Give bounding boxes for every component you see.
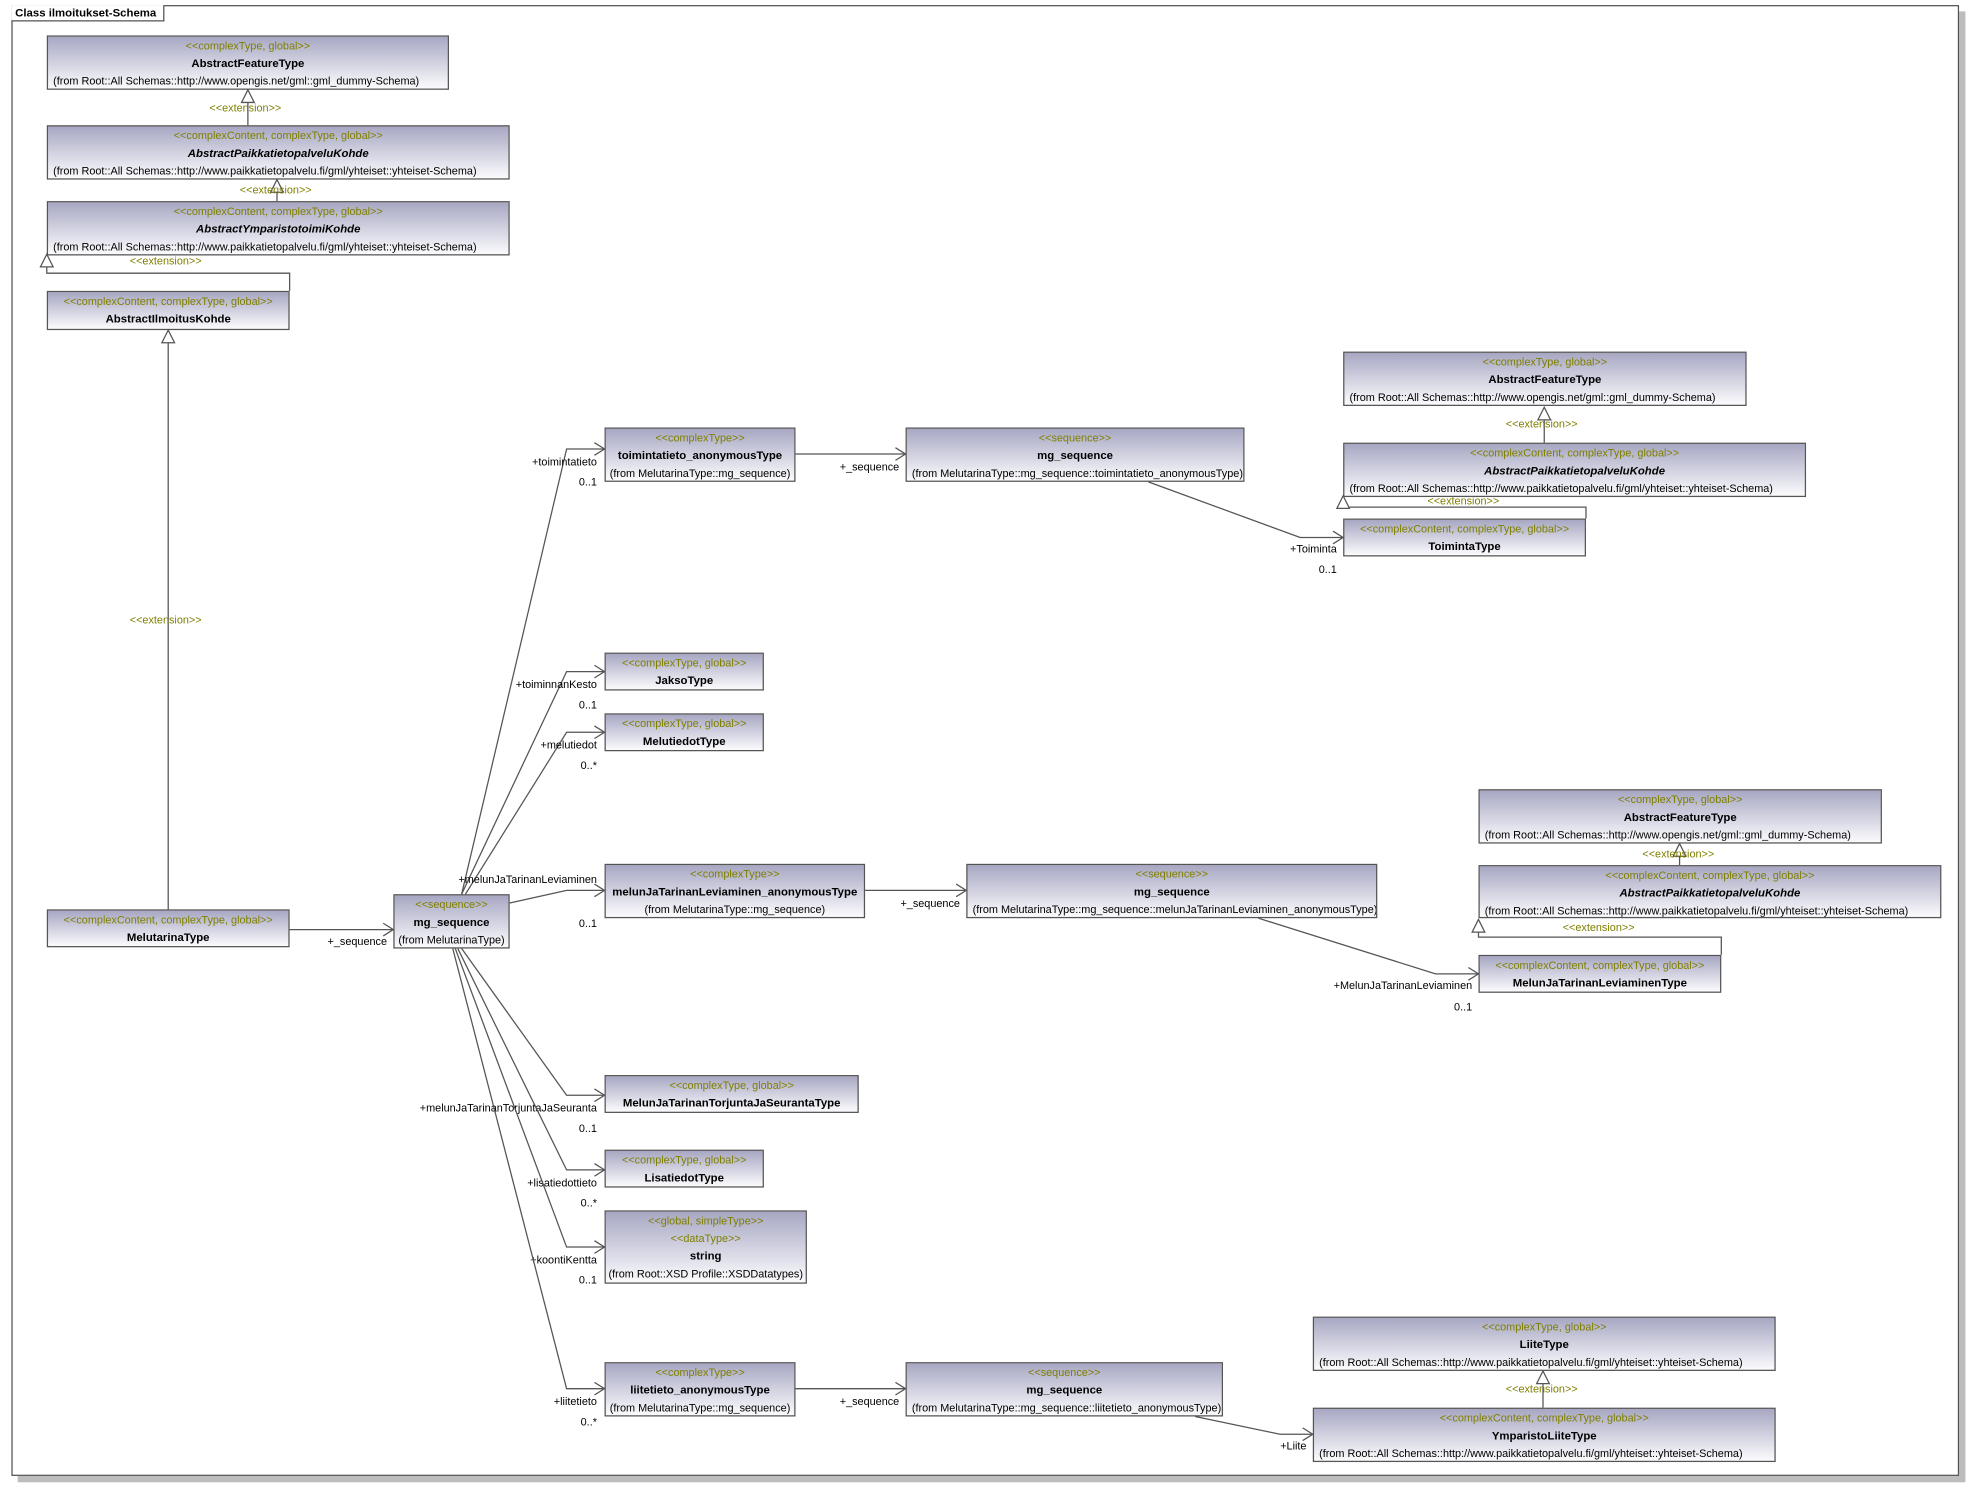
class-name: LiiteType xyxy=(1519,1338,1569,1351)
class-name: AbstractYmparistotoimiKohde xyxy=(196,222,361,236)
class-box-abstractpaikkatietopalvelukohde[interactable]: <<complexContent, complexType, global>> A… xyxy=(1343,442,1807,498)
class-box-abstractpaikkatietopalvelukohde[interactable]: <<complexContent, complexType, global>> A… xyxy=(1478,865,1942,919)
stereotype-label: <<complexType, global>> xyxy=(1482,355,1608,369)
class-origin: (from MelutarinaType) xyxy=(398,933,505,947)
stereotype-label: <<global, simpleType>> xyxy=(648,1214,764,1227)
stereotype-label: <<sequence>> xyxy=(1135,867,1209,881)
class-box-string[interactable]: <<global, simpleType>> <<dataType>> string… xyxy=(604,1210,807,1284)
stereotype-label: <<complexContent, complexType, global>> xyxy=(1439,1411,1649,1425)
class-name: mg_sequence xyxy=(1037,448,1113,462)
class-box-liitetieto-anonymoustype[interactable]: <<complexType>> liitetieto_anonymousType (… xyxy=(604,1362,796,1417)
class-name: mg_sequence xyxy=(1026,1383,1103,1397)
stereotype-label: <<dataType>> xyxy=(670,1231,741,1245)
class-box-melutiedottype[interactable]: <<complexType, global>> MelutiedotType xyxy=(604,713,764,752)
stereotype-label: <<complexContent, complexType, global>> xyxy=(173,204,383,218)
class-origin: (from Root::All Schemas::http://www.paik… xyxy=(1484,904,1909,917)
class-box-melunjatarinanleviaminen-anonymoustype[interactable]: <<complexType>> melunJaTarinanLeviaminen_… xyxy=(604,863,866,919)
class-name: AbstractIlmoitusKohde xyxy=(105,312,231,326)
class-origin: (from MelutarinaType::mg_sequence::melun… xyxy=(972,903,1378,916)
class-name: toimintatieto_anonymousType xyxy=(617,448,783,462)
class-name: AbstractFeatureType xyxy=(1488,373,1602,386)
class-name: MelutarinaType xyxy=(126,930,210,944)
stereotype-label: <<sequence>> xyxy=(1027,1365,1101,1379)
class-origin: (from MelutarinaType::mg_sequence) xyxy=(644,903,826,916)
class-origin: (from Root::All Schemas::http://www.paik… xyxy=(1319,1355,1743,1369)
class-box-mg-sequence[interactable]: <<sequence>> mg_sequence (from MelutarinaT… xyxy=(393,894,510,949)
stereotype-label: <<complexType, global>> xyxy=(621,1153,747,1167)
class-box-ymparistoliitetype[interactable]: <<complexContent, complexType, global>> Y… xyxy=(1312,1407,1776,1463)
class-origin: (from Root::All Schemas::http://www.open… xyxy=(1484,828,1851,842)
stereotype-label: <<complexContent, complexType, global>> xyxy=(63,913,273,926)
stereotype-label: <<complexType>> xyxy=(655,431,745,444)
class-name: melunJaTarinanLeviaminen_anonymousType xyxy=(612,885,858,898)
class-name: AbstractPaikkatietopalveluKohde xyxy=(1619,886,1801,900)
class-box-abstractfeaturetype[interactable]: <<complexType, global>> AbstractFeatureTy… xyxy=(1343,351,1747,406)
stereotype-label: <<complexContent, complexType, global>> xyxy=(173,129,383,142)
class-box-abstractfeaturetype[interactable]: <<complexType, global>> AbstractFeatureTy… xyxy=(46,35,449,90)
class-box-melunjatarinantorjuntajaseurantatype[interactable]: <<complexType, global>> MelunJaTarinanTor… xyxy=(604,1075,859,1113)
class-origin: (from MelutarinaType::mg_sequence) xyxy=(609,466,791,480)
class-name: AbstractPaikkatietopalveluKohde xyxy=(1484,464,1666,477)
stereotype-label: <<complexContent, complexType, global>> xyxy=(1495,958,1705,972)
class-name: AbstractFeatureType xyxy=(1623,810,1737,824)
class-name: MelutiedotType xyxy=(642,734,726,748)
stereotype-label: <<complexContent, complexType, global>> xyxy=(1470,446,1680,460)
class-box-toimintatype[interactable]: <<complexContent, complexType, global>> T… xyxy=(1343,518,1586,557)
stereotype-label: <<complexType>> xyxy=(690,867,780,881)
class-name: ToimintaType xyxy=(1428,540,1501,553)
class-origin: (from Root::All Schemas::http://www.paik… xyxy=(53,164,477,178)
class-box-abstractymparistotoimikohde[interactable]: <<complexContent, complexType, global>> A… xyxy=(46,201,510,256)
class-box-mg-sequence[interactable]: <<sequence>> mg_sequence (from MelutarinaT… xyxy=(905,427,1245,482)
class-box-abstractilmoituskohde[interactable]: <<complexContent, complexType, global>> A… xyxy=(46,290,290,331)
class-name: string xyxy=(689,1249,722,1263)
stereotype-label: <<complexContent, complexType, global>> xyxy=(63,294,273,308)
class-box-mg-sequence[interactable]: <<sequence>> mg_sequence (from MelutarinaT… xyxy=(966,863,1378,919)
class-box-melunjatarinanleviaminentype[interactable]: <<complexContent, complexType, global>> M… xyxy=(1478,954,1722,993)
stereotype-label: <<complexContent, complexType, global>> xyxy=(1360,522,1570,535)
class-origin: (from Root::All Schemas::http://www.paik… xyxy=(1349,481,1773,495)
stereotype-label: <<complexType, global>> xyxy=(621,656,747,670)
diagram-title: Class ilmoitukset-Schema xyxy=(11,5,164,22)
stereotype-label: <<complexType, global>> xyxy=(621,717,747,730)
class-name: mg_sequence xyxy=(413,915,490,929)
class-origin: (from Root::XSD Profile::XSDDatatypes) xyxy=(608,1267,803,1280)
stereotype-label: <<complexType, global>> xyxy=(1617,792,1743,806)
class-box-melutarinatype[interactable]: <<complexContent, complexType, global>> M… xyxy=(46,909,290,948)
class-box-jaksotype[interactable]: <<complexType, global>> JaksoType xyxy=(604,652,764,691)
class-name: AbstractPaikkatietopalveluKohde xyxy=(187,146,369,160)
class-origin: (from MelutarinaType::mg_sequence::liite… xyxy=(911,1401,1222,1414)
class-origin: (from Root::All Schemas::http://www.paik… xyxy=(1319,1446,1743,1460)
stereotype-label: <<complexType>> xyxy=(655,1365,745,1379)
stereotype-label: <<sequence>> xyxy=(1038,431,1112,444)
class-origin: (from Root::All Schemas::http://www.open… xyxy=(53,74,420,88)
class-box-lisatiedottype[interactable]: <<complexType, global>> LisatiedotType xyxy=(604,1149,764,1188)
class-name: mg_sequence xyxy=(1133,885,1210,898)
class-box-mg-sequence[interactable]: <<sequence>> mg_sequence (from MelutarinaT… xyxy=(905,1362,1224,1417)
stereotype-label: <<complexType, global>> xyxy=(1481,1320,1607,1334)
class-origin: (from MelutarinaType::mg_sequence) xyxy=(609,1401,791,1414)
class-name: liitetieto_anonymousType xyxy=(630,1383,770,1397)
stereotype-label: <<complexType, global>> xyxy=(669,1078,794,1092)
class-origin: (from Root::All Schemas::http://www.open… xyxy=(1349,390,1716,404)
class-name: LisatiedotType xyxy=(644,1171,724,1184)
class-name: JaksoType xyxy=(655,674,714,687)
class-name: YmparistoLiiteType xyxy=(1491,1429,1597,1442)
class-box-liitetype[interactable]: <<complexType, global>> LiiteType (from Ro… xyxy=(1312,1316,1776,1371)
class-name: AbstractFeatureType xyxy=(191,56,305,70)
class-name: MelunJaTarinanLeviaminenType xyxy=(1512,976,1687,990)
class-box-toimintatieto-anonymoustype[interactable]: <<complexType>> toimintatieto_anonymousTy… xyxy=(604,427,796,482)
stereotype-label: <<complexContent, complexType, global>> xyxy=(1605,868,1815,882)
class-box-abstractpaikkatietopalvelukohde[interactable]: <<complexContent, complexType, global>> A… xyxy=(46,125,510,180)
class-box-abstractfeaturetype[interactable]: <<complexType, global>> AbstractFeatureTy… xyxy=(1478,789,1882,844)
stereotype-label: <<complexType, global>> xyxy=(185,39,311,52)
class-origin: (from MelutarinaType::mg_sequence::toimi… xyxy=(911,466,1243,480)
class-name: MelunJaTarinanTorjuntaJaSeurantaType xyxy=(622,1096,841,1110)
stereotype-label: <<sequence>> xyxy=(415,897,488,911)
class-origin: (from Root::All Schemas::http://www.paik… xyxy=(53,240,477,253)
